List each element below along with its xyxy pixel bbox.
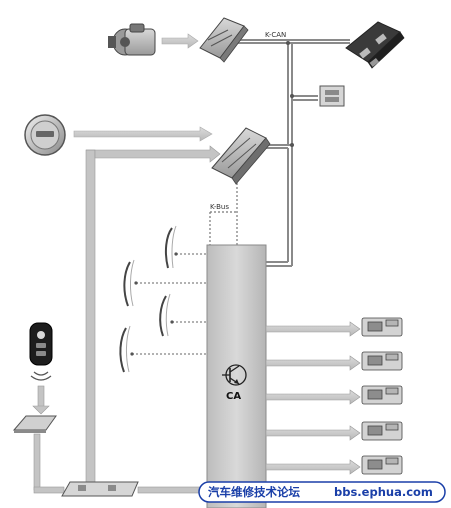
start-stop-button-icon <box>24 114 66 156</box>
k-can-label: K-CAN <box>265 31 286 39</box>
transistor-icon <box>222 364 247 386</box>
antenna-pad-icon <box>12 415 57 433</box>
key-to-pad-arrow <box>37 385 45 409</box>
watermark-site-name: 汽车维修技术论坛 <box>208 485 300 499</box>
body-module-icon <box>345 21 405 69</box>
control-module-icon <box>199 17 249 63</box>
car-access-module-icon <box>211 127 271 185</box>
relay-icon <box>319 85 345 107</box>
k-bus-line <box>209 175 238 245</box>
pad-down-line <box>33 433 41 491</box>
bottom-feed-line <box>33 486 65 494</box>
return-path <box>85 145 221 491</box>
watermark-site-url: bbs.ephua.com <box>334 485 433 499</box>
k-can-bus <box>238 39 350 267</box>
engine-lock-icon <box>108 23 156 56</box>
button-to-cas-arrow <box>73 126 213 142</box>
door-handle-icon <box>119 225 177 373</box>
remote-key-icon <box>29 322 53 381</box>
key-to-pad-arrowhead <box>32 405 50 415</box>
central-unit-column <box>206 244 267 508</box>
actuator-arrows <box>265 321 361 475</box>
watermark-banner: 汽车维修技术论坛 bbs.ephua.com <box>198 481 446 503</box>
door-handle-connections <box>132 253 207 355</box>
door-lock-actuator-icon <box>361 317 403 475</box>
antenna-strip-icon <box>61 481 139 497</box>
central-unit-label: CA <box>226 391 241 402</box>
bus-junction-dots <box>286 41 294 147</box>
lock-to-gateway-arrow <box>161 33 199 49</box>
antenna-to-cas-line <box>137 486 208 494</box>
k-bus-label: K-Bus <box>210 203 229 211</box>
